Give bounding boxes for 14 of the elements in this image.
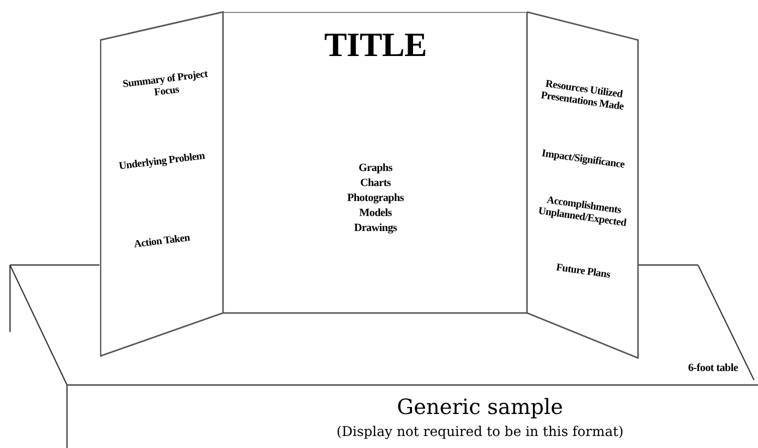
panel-text: Summary of Project Focus [121,68,210,100]
table-label: 6-foot table [687,362,739,375]
list-item: Drawings [353,222,398,235]
list-item: Models [358,207,393,220]
caption: Generic sample [396,394,564,421]
list-item: Graphs [358,162,394,175]
panel-text: Resources Utilized Presentations Made [539,78,626,115]
list-item: Charts [359,177,392,190]
panel-text: Action Taken [132,232,192,252]
panel-title: TITLE [323,26,428,66]
note-text: (Display not required to be in this format) [335,423,625,442]
list-item: Photographs [346,192,405,205]
panel-text: Underlying Problem [117,150,206,174]
panel-text: Future Plans [554,261,612,283]
